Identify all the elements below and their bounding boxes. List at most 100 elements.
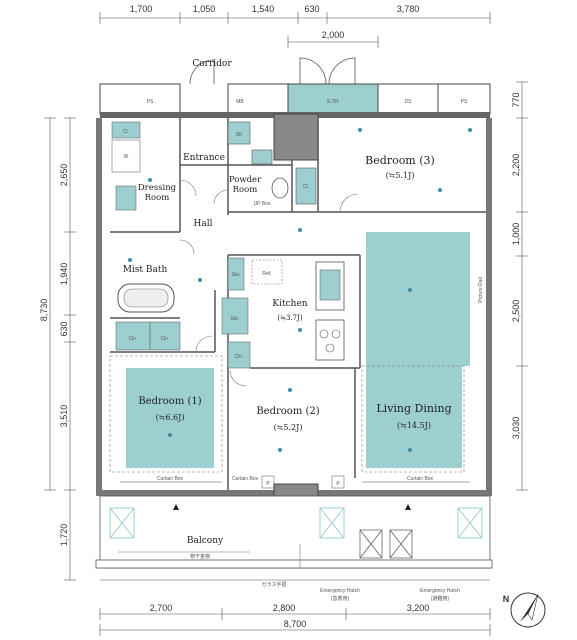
right-dimension-line bbox=[516, 81, 528, 491]
closet-b1-right bbox=[149, 321, 181, 351]
wardrobe-top bbox=[111, 121, 141, 139]
hatch1-label-1: Emergency Hatch bbox=[320, 588, 360, 594]
interior-doors bbox=[179, 179, 359, 387]
ceiling-light-markers bbox=[128, 128, 472, 452]
powder-room-label-2: Room bbox=[233, 185, 258, 195]
cln-label-3: Cln. bbox=[235, 354, 244, 360]
mb-label: MB bbox=[236, 99, 244, 105]
kitchen-label: Kitchen bbox=[272, 299, 307, 309]
balcony-exterior-units bbox=[109, 507, 483, 539]
north-label: N bbox=[503, 594, 510, 604]
dim-top-3: 1,540 bbox=[252, 4, 275, 14]
entrance-label: Entrance bbox=[183, 153, 225, 163]
bedroom1-floor bbox=[126, 368, 214, 468]
bedroom2-label: Bedroom (2) bbox=[256, 406, 319, 417]
dim-left-total: 8,730 bbox=[39, 299, 49, 322]
shaft-band bbox=[99, 83, 491, 118]
bedroom3-label: Bedroom (3) bbox=[365, 154, 435, 167]
cooktop bbox=[315, 319, 345, 361]
dim-right-1: 770 bbox=[511, 92, 521, 107]
picture-rail-label: Picture Rail bbox=[478, 277, 484, 303]
sto-label-1: Sto. bbox=[231, 316, 240, 322]
storage-2 bbox=[227, 257, 245, 291]
ps-label-left: PS bbox=[147, 99, 154, 105]
etr-label: E.TR bbox=[327, 99, 339, 105]
hatch2-label-1: Emergency Hatch bbox=[420, 588, 460, 594]
kitchen-size: (≒3.7J) bbox=[277, 314, 303, 322]
dim-top-sub: 2,000 bbox=[322, 30, 345, 40]
glass-rail-label: ガラス手摺 bbox=[262, 581, 287, 588]
vanity-sink bbox=[251, 149, 273, 165]
left-dimension-line bbox=[44, 117, 76, 581]
dressing-room-label-2: Room bbox=[145, 193, 170, 203]
dim-bottom-1: 2,700 bbox=[150, 603, 173, 613]
dim-top-1: 1,700 bbox=[130, 4, 153, 14]
dim-left-4: 3,510 bbox=[59, 405, 69, 428]
dim-right-5: 3,030 bbox=[511, 417, 521, 440]
powder-room-label-1: Powder bbox=[229, 175, 262, 185]
sk-label: SK bbox=[236, 132, 243, 138]
emergency-hatches bbox=[359, 529, 413, 559]
bottom-dimension-line bbox=[99, 608, 491, 636]
metal-rail-label: 物干金物 bbox=[190, 553, 210, 560]
washer bbox=[111, 139, 141, 173]
dim-right-2: 2,200 bbox=[511, 154, 521, 177]
pipe-shaft bbox=[273, 113, 319, 161]
dim-bottom-3: 3,200 bbox=[407, 603, 430, 613]
storage-1 bbox=[221, 297, 249, 335]
ref-label: Ref. bbox=[262, 271, 271, 277]
p-label-2: P bbox=[336, 481, 340, 487]
bedroom3-size: (≒5.1J) bbox=[386, 171, 415, 180]
closet-b2 bbox=[227, 341, 251, 369]
dim-left-1: 2,650 bbox=[59, 164, 69, 187]
closet-label-dressing: Cl. bbox=[123, 129, 129, 135]
bedroom1-label: Bedroom (1) bbox=[138, 396, 201, 407]
dim-top-2: 1,050 bbox=[193, 4, 216, 14]
hall-label: Hall bbox=[194, 219, 213, 229]
balcony-rails bbox=[118, 544, 301, 568]
curtain-box-label-2: Curtain Box bbox=[232, 476, 259, 482]
corridor-label: Corridor bbox=[192, 59, 232, 69]
corridor-door bbox=[189, 57, 356, 85]
toilet bbox=[271, 177, 289, 199]
dim-top-5: 3,780 bbox=[397, 4, 420, 14]
living-floor-lower bbox=[366, 366, 462, 468]
window-arrows bbox=[173, 504, 411, 510]
washer-label: W bbox=[124, 154, 129, 160]
ps-label-right: PS bbox=[461, 99, 468, 105]
top-dimension-line bbox=[99, 12, 491, 48]
bedroom3-closet bbox=[295, 167, 317, 205]
dim-top-4: 630 bbox=[304, 4, 319, 14]
shoe-closet bbox=[227, 121, 251, 145]
pipe-marker-1 bbox=[261, 475, 275, 489]
bedroom2-size: (≒5.2J) bbox=[274, 423, 303, 432]
dim-bottom-2: 2,800 bbox=[273, 603, 296, 613]
dim-right-4: 2,500 bbox=[511, 300, 521, 323]
living-dining-label: Living Dining bbox=[376, 402, 451, 415]
cln-label-1: Cln. bbox=[129, 336, 138, 342]
vanity-dressing bbox=[115, 185, 137, 211]
living-floor-upper bbox=[366, 232, 470, 366]
dim-bottom-total: 8,700 bbox=[284, 619, 307, 629]
balcony bbox=[95, 495, 493, 581]
ref-space bbox=[251, 259, 283, 285]
elevator-trunk bbox=[287, 83, 379, 115]
pipe-marker-2 bbox=[331, 475, 345, 489]
curtain-box-label-3: Curtain Box bbox=[407, 476, 434, 482]
dim-left-5: 1,720 bbox=[59, 524, 69, 547]
north-arrow-icon bbox=[510, 592, 546, 628]
ds-label: DS bbox=[405, 99, 413, 105]
interior-walls bbox=[110, 118, 486, 490]
cln-label-2: Cln. bbox=[161, 336, 170, 342]
hatch1-label-2: (急救用) bbox=[331, 595, 350, 602]
dim-left-2: 1,940 bbox=[59, 263, 69, 286]
p-label-1: P bbox=[266, 481, 270, 487]
dim-right-3: 1,000 bbox=[511, 223, 521, 246]
up-box-label: UP Box bbox=[254, 201, 271, 207]
curtain-box-label-1: Curtain Box bbox=[157, 476, 184, 482]
closet-b1-left bbox=[115, 321, 151, 351]
sto-label-2: Sto. bbox=[232, 272, 241, 278]
mist-bath-label: Mist Bath bbox=[123, 265, 168, 275]
living-dining-size: (≒14.5J) bbox=[397, 421, 431, 430]
